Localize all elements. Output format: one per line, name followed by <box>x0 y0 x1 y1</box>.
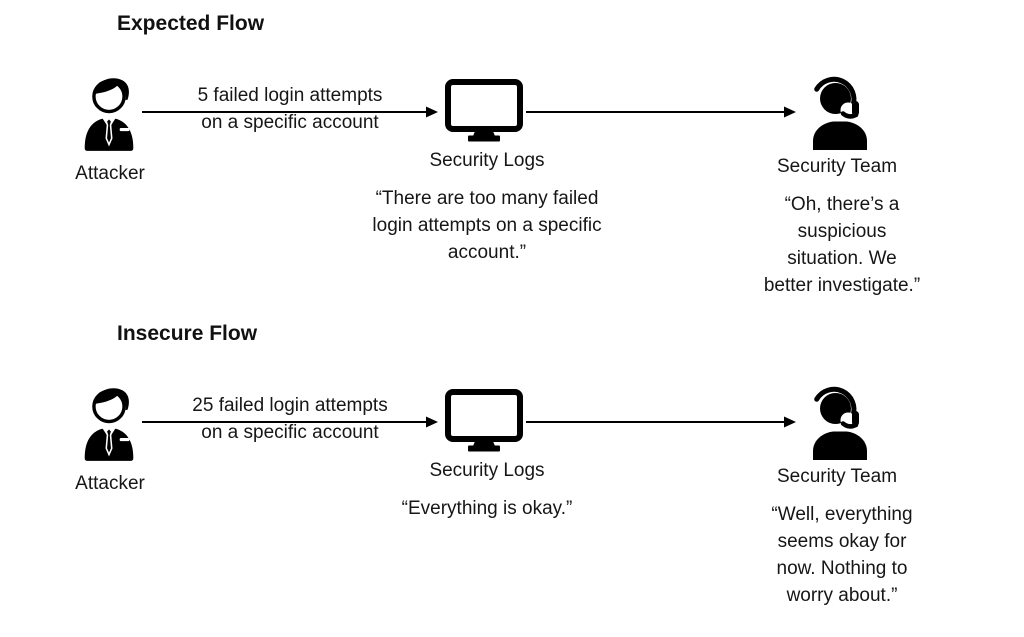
quote-line: now. Nothing to <box>776 558 908 579</box>
arrow-logs-to-team-icon <box>526 105 796 119</box>
security-team-label: Security Team <box>776 156 898 177</box>
quote-line: situation. We <box>787 248 897 269</box>
security-logs-label: Security Logs <box>429 150 545 171</box>
arrow-label-line2: on a specific account <box>201 112 379 133</box>
quote-line: “There are too many failed <box>375 188 599 209</box>
arrow-label-line1: 25 failed login attempts <box>192 395 388 416</box>
security-team-headset-icon <box>804 72 876 150</box>
security-logs-quote: “There are too many failed login attempt… <box>347 185 627 266</box>
arrow-attacker-to-logs-icon <box>142 415 438 429</box>
insecure-flow-section: Insecure Flow Attacker 25 failed login a… <box>0 310 1024 637</box>
expected-flow-section: Expected Flow Attacker 5 failed login at… <box>74 12 942 299</box>
arrow-label-line2: on a specific account <box>201 422 379 443</box>
security-team-quote: “Well, everything seems okay for now. No… <box>742 501 942 609</box>
attacker-icon <box>74 383 144 461</box>
quote-line: account.” <box>447 242 527 263</box>
quote-line: better investigate.” <box>763 275 921 296</box>
security-team-quote: “Oh, there’s a suspicious situation. We … <box>742 191 942 299</box>
security-logs-quote: “Everything is okay.” <box>347 495 627 522</box>
quote-line: “Oh, there’s a <box>784 194 900 215</box>
flow-title: Expected Flow <box>117 12 265 35</box>
security-logs-monitor-icon <box>445 389 523 453</box>
attacker-icon <box>74 73 144 151</box>
security-logs-label: Security Logs <box>429 460 545 481</box>
security-team-headset-icon <box>804 382 876 460</box>
quote-line: “Everything is okay.” <box>401 498 573 519</box>
security-team-label: Security Team <box>776 466 898 487</box>
arrow-attacker-to-logs-icon <box>142 105 438 119</box>
attacker-label: Attacker <box>75 163 145 184</box>
security-logs-monitor-icon <box>445 79 523 143</box>
quote-line: seems okay for <box>777 531 907 552</box>
quote-line: “Well, everything <box>771 504 913 525</box>
attacker-label: Attacker <box>75 473 145 494</box>
quote-line: suspicious <box>797 221 887 242</box>
quote-line: worry about.” <box>786 585 898 606</box>
arrow-logs-to-team-icon <box>526 415 796 429</box>
quote-line: login attempts on a specific <box>372 215 602 236</box>
flow-title: Insecure Flow <box>117 322 258 345</box>
arrow-label-line1: 5 failed login attempts <box>197 85 383 106</box>
